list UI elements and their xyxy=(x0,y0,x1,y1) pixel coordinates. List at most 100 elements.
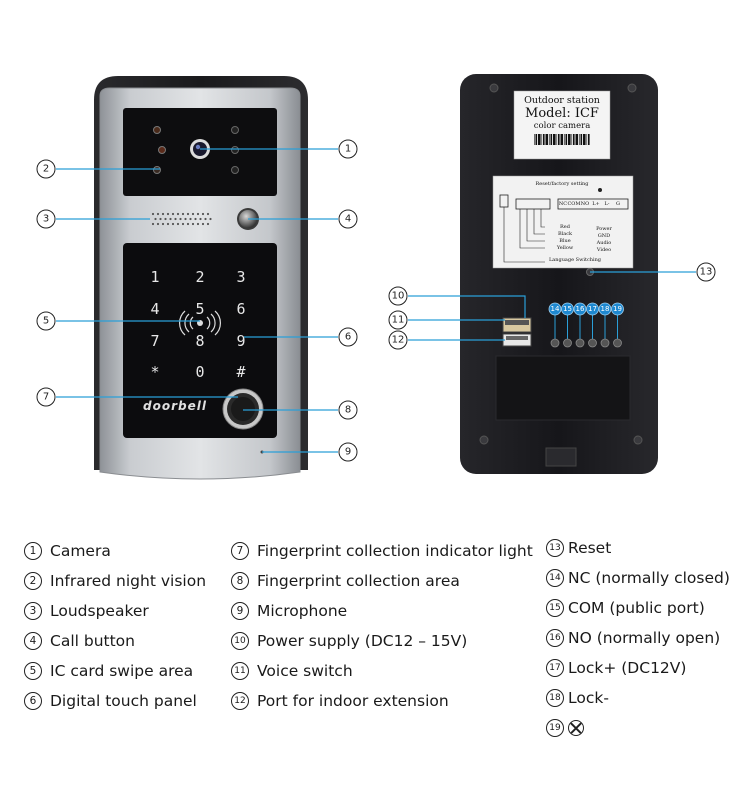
svg-text:Reset/factory setting: Reset/factory setting xyxy=(536,181,590,187)
keypad-key[interactable]: 6 xyxy=(236,300,245,318)
svg-text:14: 14 xyxy=(551,305,560,313)
callout-marker: 4 xyxy=(338,209,358,229)
legend-number: 15 xyxy=(546,599,564,617)
svg-text:9: 9 xyxy=(345,447,351,458)
legend-number: 17 xyxy=(546,659,564,677)
legend-item: 5 IC card swipe area xyxy=(24,656,206,686)
legend-label: IC card swipe area xyxy=(50,662,194,680)
legend-item: 19 xyxy=(546,713,730,743)
callout-marker: 6 xyxy=(338,327,358,347)
svg-text:L+: L+ xyxy=(592,201,600,207)
terminal-badge xyxy=(548,302,562,316)
svg-text:16: 16 xyxy=(576,305,585,313)
svg-text:8: 8 xyxy=(345,405,351,416)
keypad-key[interactable]: 3 xyxy=(236,268,245,286)
legend-label: Power supply (DC12 – 15V) xyxy=(257,632,468,650)
keypad-key[interactable]: 8 xyxy=(195,332,204,350)
doorbell-logo: doorbell xyxy=(143,399,207,413)
svg-text:13: 13 xyxy=(700,267,713,278)
legend-number: 4 xyxy=(24,632,42,650)
svg-text:L-: L- xyxy=(604,201,609,207)
infrared-leds xyxy=(153,126,239,174)
keypad-key[interactable]: 2 xyxy=(195,268,204,286)
cable-recess xyxy=(495,355,631,421)
keypad-key[interactable]: # xyxy=(236,363,245,381)
legend-item: 11 Voice switch xyxy=(231,656,533,686)
callout-marker: 5 xyxy=(36,311,56,331)
keypad-key[interactable]: * xyxy=(150,363,159,381)
callout-marker: 2 xyxy=(36,159,56,179)
svg-text:6: 6 xyxy=(345,332,351,343)
callout-marker: 1 xyxy=(338,139,358,159)
keypad-key[interactable]: 9 xyxy=(236,332,245,350)
fingerprint-sensor[interactable] xyxy=(222,388,264,430)
keypad-key[interactable]: 1 xyxy=(150,268,159,286)
legend-label: Camera xyxy=(50,542,111,560)
callout-marker: 13 xyxy=(696,262,716,282)
svg-text:7: 7 xyxy=(43,392,49,403)
rfid-card-icon xyxy=(179,310,221,336)
legend-label: Voice switch xyxy=(257,662,353,680)
svg-text:NO: NO xyxy=(581,201,589,207)
svg-text:Red: Red xyxy=(560,224,571,230)
svg-text:12: 12 xyxy=(392,335,405,346)
callout-marker: 8 xyxy=(338,400,358,420)
svg-text:Yellow: Yellow xyxy=(556,245,574,251)
svg-text:3: 3 xyxy=(43,214,49,225)
legend-number: 5 xyxy=(24,662,42,680)
svg-text:10: 10 xyxy=(392,291,405,302)
legend-label: Infrared night vision xyxy=(50,572,207,590)
svg-text:19: 19 xyxy=(613,305,622,313)
svg-text:17: 17 xyxy=(588,305,597,313)
back-unit: Outdoor station Model: ICF color camera … xyxy=(460,74,658,474)
keypad-key[interactable]: 5 xyxy=(195,300,204,318)
legend-label: NC (normally closed) xyxy=(568,569,730,587)
callout-marker: 9 xyxy=(338,442,358,462)
legend-label: Digital touch panel xyxy=(50,692,197,710)
svg-text:G: G xyxy=(616,201,620,207)
svg-text:4: 4 xyxy=(345,214,351,225)
legend-label: Fingerprint collection area xyxy=(257,572,460,590)
mount-tab xyxy=(545,447,577,467)
legend-label: NO (normally open) xyxy=(568,629,721,647)
callout-marker: 12 xyxy=(388,330,408,350)
legend-number: 12 xyxy=(231,692,249,710)
circled-x-icon xyxy=(568,720,584,736)
svg-text:GND: GND xyxy=(598,233,610,239)
callout-marker: 7 xyxy=(36,387,56,407)
keypad-key[interactable]: 0 xyxy=(195,363,204,381)
legend-label: COM (public port) xyxy=(568,599,705,617)
legend-number: 13 xyxy=(546,539,564,557)
front-unit: 1 2 3 4 5 6 7 8 9 * 0 # doorbell xyxy=(94,76,308,480)
legend-label: Loudspeaker xyxy=(50,602,149,620)
speaker-grille xyxy=(151,212,212,226)
svg-text:11: 11 xyxy=(392,315,405,326)
svg-text:Outdoor station: Outdoor station xyxy=(524,95,600,106)
keypad: 1 2 3 4 5 6 7 8 9 * 0 # xyxy=(150,268,245,381)
callout-marker: 10 xyxy=(388,286,408,306)
svg-text:Audio: Audio xyxy=(596,240,612,246)
svg-text:color camera: color camera xyxy=(534,121,591,131)
legend-number: 11 xyxy=(231,662,249,680)
terminal-badge xyxy=(586,302,599,316)
legend-label: Call button xyxy=(50,632,135,650)
keypad-key[interactable]: 4 xyxy=(150,300,159,318)
svg-text:Language Switching: Language Switching xyxy=(549,257,602,263)
connectors xyxy=(502,317,532,347)
terminal-badge xyxy=(611,302,624,316)
keypad-key[interactable]: 7 xyxy=(150,332,159,350)
legend-item: 4 Call button xyxy=(24,626,206,656)
terminal-badge xyxy=(561,302,574,316)
